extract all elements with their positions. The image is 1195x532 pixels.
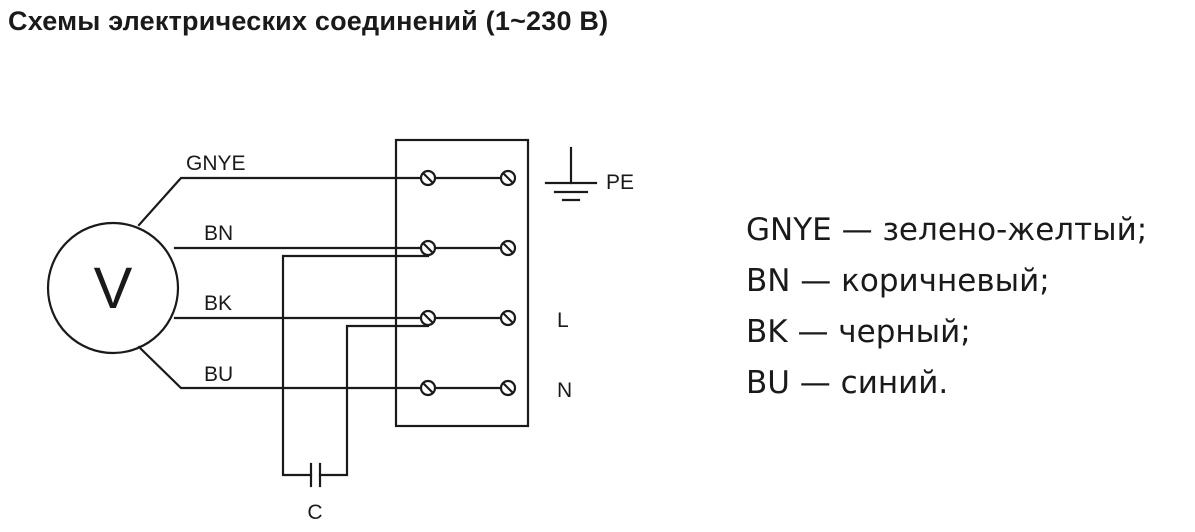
terminal-label-l: L [557,309,569,332]
legend-item: GNYE — зелено-желтый; [746,212,1148,248]
terminal-screw [419,169,517,187]
wire-label-bu: BU [204,363,233,386]
diagram-title: Схемы электрических соединений (1~230 В) [8,6,609,36]
capacitor-label: C [307,501,322,524]
legend-item: BK — черный; [746,314,971,350]
legend-item: BU — синий. [746,365,949,401]
motor-circle [46,221,180,355]
capacitor-lead-bk [318,324,430,477]
terminal-box [394,138,530,428]
wire-label-gnye: GNYE [186,152,246,175]
color-legend: GNYE — зелено-желтый; BN — коричневый; B… [746,205,1147,409]
legend-item: BN — коричневый; [746,263,1050,299]
motor-label: V [94,256,133,321]
terminal-label-pe: PE [606,171,634,194]
wire-label-bn: BN [204,222,233,245]
terminal-label-n: N [557,379,572,402]
capacitor-lead-bn [281,254,430,477]
wire-label-bk: BK [204,292,232,315]
terminal-screw [419,379,517,397]
terminal-screw [419,309,517,327]
wire-gnye [137,176,430,227]
terminal-screw [419,239,517,257]
wire-bu [137,345,430,390]
